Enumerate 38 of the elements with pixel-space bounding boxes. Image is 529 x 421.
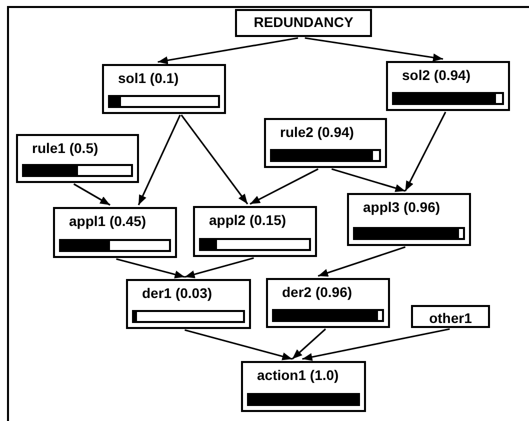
- node-box: [16, 134, 139, 183]
- arrow: [158, 37, 298, 64]
- arrow: [184, 329, 292, 360]
- arrow: [292, 328, 326, 360]
- node-label: sol1 (0.1): [118, 70, 180, 86]
- arrow: [302, 328, 450, 361]
- node-label: REDUNDANCY: [252, 13, 354, 30]
- node-box: [102, 64, 226, 114]
- node-label: appl2 (0.15): [209, 212, 288, 228]
- node-box: [386, 61, 510, 111]
- arrow: [180, 114, 248, 204]
- arrow: [73, 183, 110, 206]
- node-box: [241, 361, 366, 412]
- node-label: der1 (0.03): [142, 285, 214, 301]
- node-box: [235, 9, 372, 37]
- arrow: [250, 168, 318, 205]
- node-label: action1 (1.0): [257, 367, 340, 383]
- node-label: rule1 (0.5): [32, 140, 100, 156]
- node-box: [411, 305, 490, 328]
- arrow: [318, 246, 406, 277]
- node-label: appl1 (0.45): [69, 213, 148, 229]
- node-label: rule2 (0.94): [280, 124, 355, 140]
- node-box: [53, 207, 177, 258]
- node-label: der2 (0.96): [282, 284, 354, 300]
- arrow: [304, 37, 444, 62]
- node-box: [193, 206, 317, 257]
- arrow: [138, 114, 181, 206]
- arrow: [331, 168, 406, 192]
- arrow: [404, 112, 446, 192]
- node-label: sol2 (0.94): [402, 67, 472, 83]
- arrow: [184, 257, 254, 278]
- arrow: [116, 258, 185, 278]
- node-label: appl3 (0.96): [363, 199, 442, 215]
- node-box: [264, 118, 387, 168]
- node-box: [266, 278, 390, 328]
- node-box: [126, 279, 251, 329]
- node-box: [347, 193, 471, 246]
- node-label: other1: [428, 309, 473, 326]
